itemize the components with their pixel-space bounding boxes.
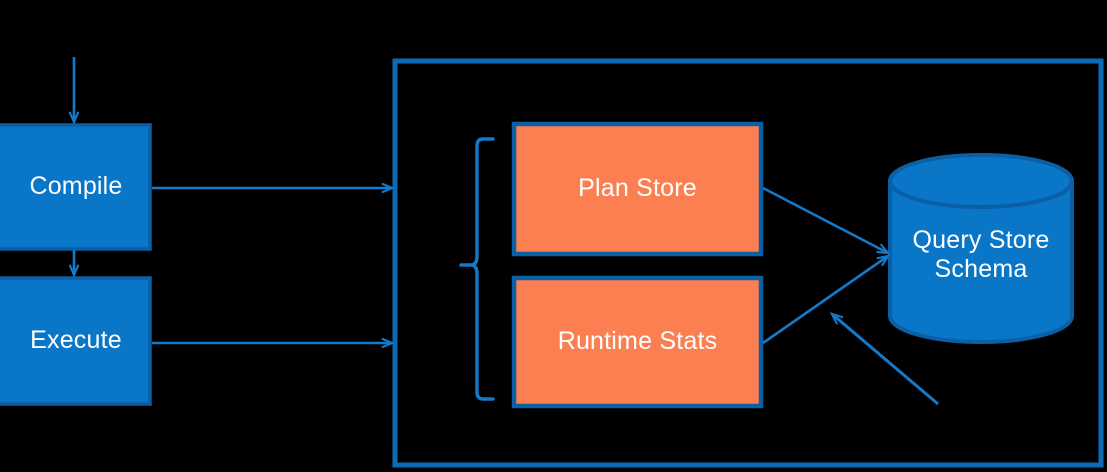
runtime-stats-box[interactable] [511,275,764,409]
edge-external-to-schema [829,312,939,406]
grouping-brace-icon [459,137,495,401]
query-store-container [392,58,1104,468]
plan-store-box[interactable] [511,121,764,257]
execute-box[interactable] [0,276,152,406]
edge-plan-store-to-schema [762,186,891,255]
query-store-schema-cylinder[interactable] [888,153,1074,344]
edge-runtime-stats-to-schema [762,254,891,345]
compile-box[interactable] [0,123,152,251]
